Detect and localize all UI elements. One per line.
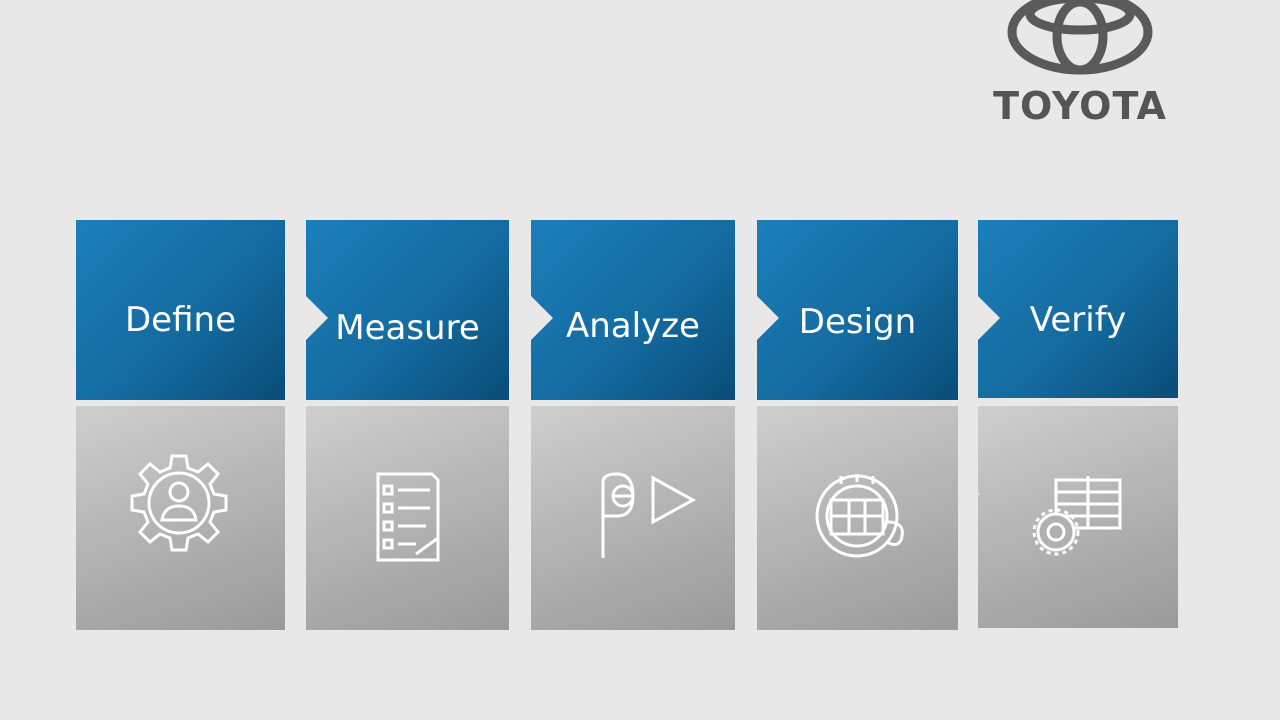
gear-person-icon — [124, 448, 234, 562]
toyota-logo: TOYOTA — [980, 0, 1180, 130]
globe-grid-icon — [811, 470, 911, 566]
flow-arrow — [735, 472, 757, 516]
checklist-document-icon — [372, 468, 446, 568]
step-label: Measure — [335, 308, 480, 348]
flow-arrow — [509, 472, 531, 516]
flow-arrow — [306, 296, 328, 340]
globe-flag-arrow-icon — [597, 470, 697, 566]
flow-arrow — [757, 296, 779, 340]
flow-arrow — [531, 296, 553, 340]
step-label: Verify — [1029, 300, 1127, 340]
toyota-wordmark: TOYOTA — [993, 84, 1167, 128]
flow-arrow — [285, 472, 307, 516]
flow-arrow — [978, 296, 1000, 340]
step-label: Design — [798, 302, 917, 342]
toyota-emblem-icon — [1007, 0, 1153, 75]
flow-arrow — [958, 472, 980, 516]
step-label: Define — [125, 300, 236, 340]
gears-checklist-icon — [1032, 474, 1126, 562]
step-label: Analyze — [566, 306, 700, 346]
